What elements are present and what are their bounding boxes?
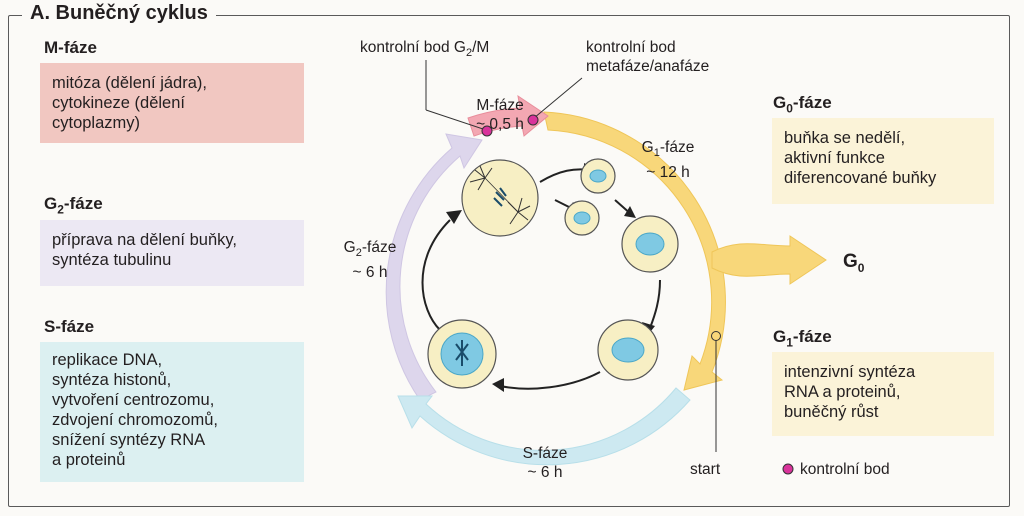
g2-phase-arrow: [385, 133, 483, 401]
g0-phase-box: buňka se nedělí, aktivní funkce diferenc…: [772, 118, 994, 204]
figure-title: A. Buněčný cyklus: [22, 2, 216, 25]
m-phase-box: mitóza (dělení jádra), cytokineze (dělen…: [40, 63, 304, 143]
g2-phase-label: G2-fáze~ 6 h: [343, 239, 397, 282]
g0-label: G0: [843, 251, 865, 275]
checkpoint-meta-dot: [527, 114, 539, 126]
g2-phase-title: G2-fáze: [44, 194, 103, 217]
checkpoint-meta-label: kontrolní bod metafáze/anafáze: [586, 39, 710, 75]
g0-phase-title: G0-fáze: [773, 93, 832, 116]
checkpoint-g2m-dot: [481, 125, 493, 137]
start-marker: [711, 331, 721, 341]
g0-branch-arrow: [711, 235, 827, 285]
s-phase-arrow: [397, 387, 691, 466]
g1-phase-title: G1-fáze: [773, 327, 832, 350]
s-phase-box: replikace DNA, syntéza histonů, vytvořen…: [40, 342, 304, 482]
mitotic-cell: [461, 159, 539, 237]
g1-phase-arrow: [543, 111, 726, 391]
checkpoint-g2m-label: kontrolní bod G2/M: [360, 39, 490, 60]
s-phase-label: S-fáze ~ 6 h: [522, 445, 568, 481]
s-phase-title: S-fáze: [44, 317, 95, 336]
legend-dot: [782, 463, 794, 475]
figure-frame: [8, 15, 1010, 507]
m-phase-title: M-fáze: [44, 38, 97, 57]
g1-phase-box: intenzivní syntéza RNA a proteinů, buněč…: [772, 352, 994, 436]
legend-label: kontrolní bod: [800, 461, 890, 478]
start-label: start: [690, 461, 721, 478]
g1-phase-label: G1-fáze~ 12 h: [641, 139, 695, 182]
g2-phase-box: příprava na dělení buňky, syntéza tubuli…: [40, 220, 304, 286]
m-phase-label: M-fáze ~ 0,5 h: [476, 97, 524, 133]
